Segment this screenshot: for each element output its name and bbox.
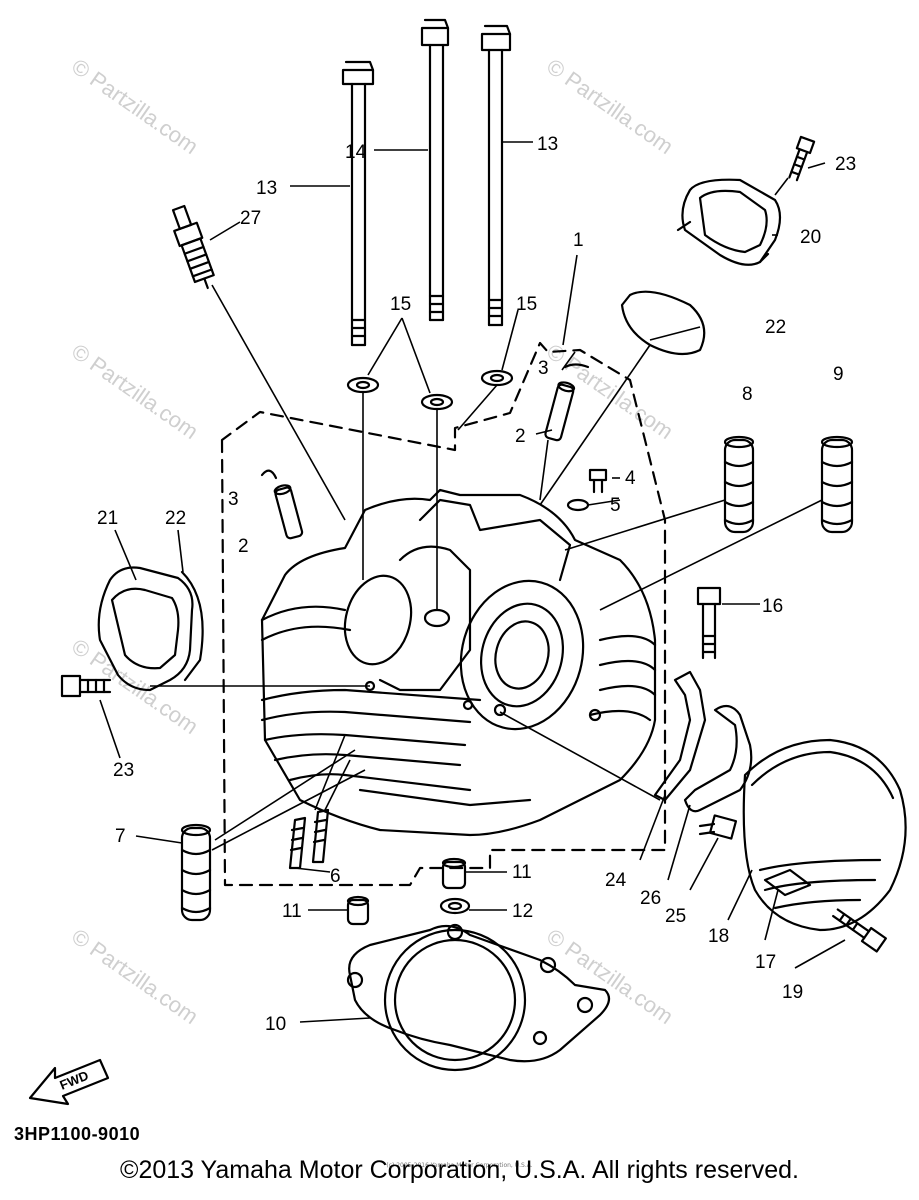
callout-label: 10 xyxy=(265,1014,286,1035)
dowel-pin-lower xyxy=(346,895,370,926)
cover-gasket xyxy=(653,670,707,802)
callout-label: 16 xyxy=(762,596,783,617)
callout-label: 11 xyxy=(282,901,302,922)
valve-guide-upper xyxy=(544,381,576,442)
callout-label: 18 xyxy=(708,926,729,947)
callout-label: 27 xyxy=(240,208,261,229)
side-cover xyxy=(742,738,907,932)
callout-label: 15 xyxy=(390,294,411,315)
washer xyxy=(480,369,514,387)
callout-label: 17 xyxy=(755,952,776,973)
watermark: © Partzilla.com xyxy=(67,54,203,160)
callout-label: 23 xyxy=(835,154,856,175)
callout-label: 8 xyxy=(742,384,753,405)
callout-label: 9 xyxy=(833,364,844,385)
callout-label: 19 xyxy=(782,982,803,1003)
tappet-cover-right xyxy=(676,178,782,266)
washer xyxy=(420,393,454,411)
oil-seal xyxy=(439,897,471,915)
watermark: © Partzilla.com xyxy=(542,924,678,1030)
callout-label: 14 xyxy=(345,142,367,163)
callout-label: 26 xyxy=(640,888,661,909)
callout-label: 15 xyxy=(516,294,537,315)
o-ring-gasket xyxy=(620,290,706,356)
circlip xyxy=(563,363,590,369)
bolt-top-right xyxy=(788,135,816,182)
fwd-arrow xyxy=(28,1058,110,1106)
callout-label: 1 xyxy=(573,230,584,251)
callout-label: 23 xyxy=(113,760,134,781)
leader-lines xyxy=(99,141,846,1023)
callout-label: 20 xyxy=(800,227,821,248)
callout-label: 22 xyxy=(765,317,786,338)
valve-guide-left xyxy=(273,484,304,540)
dowel-pipe-9 xyxy=(820,435,854,534)
dowel-pipe-8 xyxy=(723,435,755,534)
callout-label: 22 xyxy=(165,508,186,529)
watermark: © Partzilla.com xyxy=(67,924,203,1030)
washer xyxy=(346,376,380,394)
watermark-layer: © Partzilla.com © Partzilla.com © Partzi… xyxy=(67,54,678,1030)
callout-label: 2 xyxy=(515,426,526,447)
dowel-pipe-7 xyxy=(180,823,212,922)
callout-labels: 1 2 2 3 3 4 5 6 7 8 9 10 11 11 12 13 13 … xyxy=(97,134,856,1035)
long-bolt-center xyxy=(420,18,450,322)
long-bolt-right xyxy=(480,24,512,327)
long-bolt-left xyxy=(341,60,375,347)
small-washer xyxy=(566,498,590,512)
plate-bolt xyxy=(698,814,738,840)
circlip xyxy=(260,469,278,480)
flange-bolt xyxy=(696,586,722,660)
callout-label: 25 xyxy=(665,906,686,927)
dowel-pin-upper xyxy=(441,857,467,890)
tappet-cover-left xyxy=(97,566,204,692)
callout-label: 2 xyxy=(238,536,249,557)
callout-label: 4 xyxy=(625,468,636,489)
diagram-code: 3HP1100-9010 xyxy=(14,1124,141,1144)
small-bolt xyxy=(588,468,608,494)
spark-plug xyxy=(171,204,215,290)
callout-label: 11 xyxy=(512,862,532,883)
callout-label: 21 xyxy=(97,508,118,529)
cylinder-head xyxy=(260,488,657,837)
cover-bolt xyxy=(832,908,887,953)
callout-label: 13 xyxy=(537,134,558,155)
callout-label: 6 xyxy=(330,866,341,887)
callout-label: 7 xyxy=(115,826,126,847)
side-plate xyxy=(683,704,753,813)
callout-label: 5 xyxy=(610,495,621,516)
head-gasket xyxy=(346,923,611,1072)
watermark: © Partzilla.com xyxy=(67,339,203,445)
callout-label: 12 xyxy=(512,901,533,922)
callout-label: 13 xyxy=(256,178,277,199)
fwd-label: FWD xyxy=(58,1068,91,1093)
callout-label: 24 xyxy=(605,870,627,891)
watermark: © Partzilla.com xyxy=(542,54,678,160)
callout-label: 3 xyxy=(538,358,549,379)
tiny-copyright: (c) 2005-2016 Yamaha Motor Corporation, … xyxy=(386,1162,533,1169)
stud-bolts xyxy=(288,808,330,870)
copyright-notice: ©2013 Yamaha Motor Corporation, U.S.A. A… xyxy=(120,1156,799,1184)
bolt-left xyxy=(60,674,112,698)
assembly-outline xyxy=(220,341,667,887)
callout-label: 3 xyxy=(228,489,239,510)
